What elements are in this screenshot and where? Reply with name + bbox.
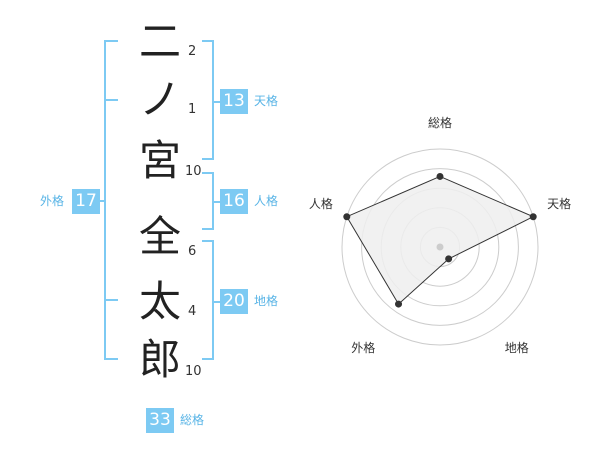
stroke-count-3: 10 [185, 164, 202, 179]
name-char-2: ノ [138, 75, 181, 124]
outer-bracket-connector [98, 200, 106, 202]
chikaku-badge: 20 [220, 289, 248, 314]
radar-series-polygon [346, 175, 535, 305]
stroke-count-1: 2 [188, 44, 197, 59]
gaikaku-badge: 17 [72, 189, 100, 214]
tenkaku-bracket-connector [212, 101, 222, 103]
chikaku-bracket-bottom [202, 358, 214, 360]
name-char-3: 宮 [138, 136, 181, 185]
jinkaku-badge: 16 [220, 189, 248, 214]
chikaku-bracket-top [202, 240, 214, 242]
name-char-6: 郎 [138, 335, 181, 384]
radar-axis-label-tenkaku: 天格 [547, 196, 571, 211]
name-char-1: 二 [138, 17, 181, 66]
radar-axis-label-soukaku: 総格 [428, 115, 452, 130]
radar-point-1 [529, 213, 537, 221]
outer-bracket-bottom [104, 358, 118, 360]
chikaku-bracket-vertical [212, 240, 214, 360]
radar-point-0 [436, 172, 444, 180]
tenkaku-bracket-vertical [212, 40, 214, 160]
radar-point-3 [395, 300, 403, 308]
gaikaku-label: 外格 [40, 194, 65, 208]
jinkaku-bracket-bottom [202, 228, 214, 230]
chikaku-label: 地格 [254, 294, 279, 308]
radar-center-dot [436, 243, 444, 251]
outer-bracket-tick-2 [104, 299, 118, 301]
radar-axis-label-jinkaku: 人格 [309, 196, 333, 211]
name-char-4: 全 [138, 212, 181, 261]
outer-bracket-top [104, 40, 118, 42]
jinkaku-bracket-connector [212, 201, 222, 203]
tenkaku-bracket-top [202, 40, 214, 42]
radar-axis-label-chikaku: 地格 [505, 340, 529, 355]
soukaku-label: 総格 [180, 413, 205, 427]
chikaku-bracket-connector [212, 301, 222, 303]
radar-point-2 [445, 255, 453, 263]
jinkaku-bracket-top [202, 172, 214, 174]
radar-ring-5 [341, 148, 539, 346]
stroke-count-6: 10 [185, 364, 202, 379]
radar-points [343, 172, 537, 308]
jinkaku-label: 人格 [254, 194, 279, 208]
name-char-5: 太 [138, 277, 181, 326]
soukaku-badge: 33 [146, 408, 174, 433]
outer-bracket-tick-1 [104, 99, 118, 101]
radar-chart: 総格 天格 地格 外格 人格 [309, 115, 571, 355]
stroke-count-2: 1 [188, 102, 197, 117]
tenkaku-bracket-bottom [202, 158, 214, 160]
tenkaku-badge: 13 [220, 89, 248, 114]
tenkaku-label: 天格 [254, 94, 279, 108]
radar-axis-label-gaikaku: 外格 [351, 340, 375, 355]
stroke-count-5: 4 [188, 304, 197, 319]
radar-ring-4 [361, 168, 519, 326]
radar-point-4 [343, 213, 351, 221]
stroke-count-4: 6 [188, 244, 197, 259]
